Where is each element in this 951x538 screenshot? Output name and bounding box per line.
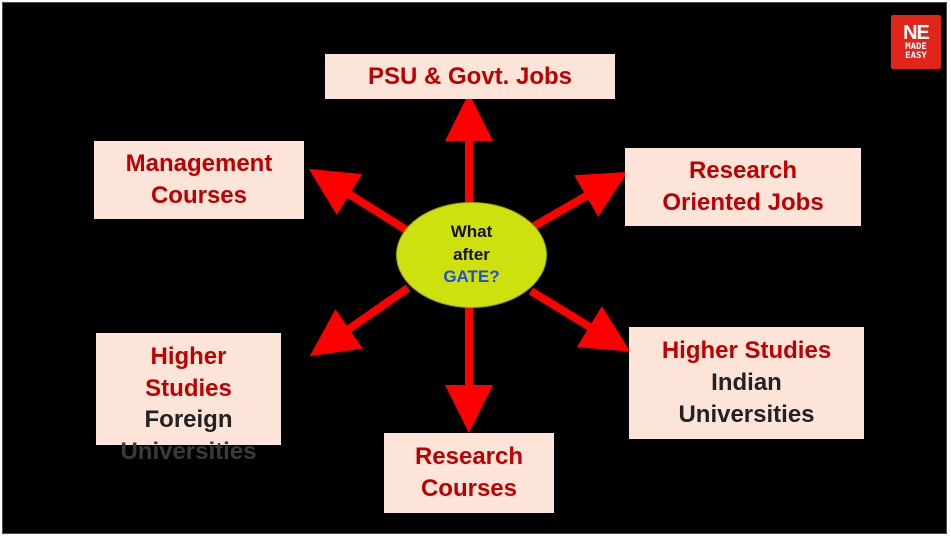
node-indian-line1: Higher Studies <box>661 337 832 365</box>
node-foreign-line4: Universities <box>120 438 257 466</box>
node-higher-studies-indian: Higher Studies Indian Universities <box>629 327 864 439</box>
node-psu-govt-jobs: PSU & Govt. Jobs <box>325 54 615 99</box>
node-psu-label: PSU & Govt. Jobs <box>367 62 573 90</box>
arrows <box>308 93 631 433</box>
node-research-courses-line1: Research <box>414 443 524 471</box>
arrow-lower-left <box>309 284 411 357</box>
node-management-line2: Courses <box>150 182 248 209</box>
logo-line2: EASY <box>905 51 927 61</box>
center-line1: What <box>450 221 493 241</box>
node-management-courses: Management Courses <box>94 141 304 219</box>
arrow-upper-left <box>308 169 411 235</box>
made-easy-logo: NE MADE EASY <box>891 15 941 69</box>
node-research-courses-line2: Courses <box>420 475 518 502</box>
logo-line1: MADE <box>905 41 927 52</box>
node-research-courses: Research Courses <box>384 433 554 513</box>
node-research-jobs-line1: Research <box>688 157 798 185</box>
node-indian-line3: Universities <box>678 400 815 428</box>
node-foreign-line1: Higher <box>150 343 227 370</box>
node-foreign-line3: Foreign <box>144 406 233 434</box>
center-what-after-gate: What after GATE? <box>396 202 547 308</box>
node-indian-line2: Indian <box>711 369 782 397</box>
node-foreign-line2: Studies <box>145 374 232 402</box>
node-research-jobs-line2: Oriented Jobs <box>662 189 824 216</box>
node-management-line1: Management <box>125 150 273 178</box>
node-higher-studies-foreign: Higher Studies Foreign Universities <box>96 333 281 465</box>
arrow-lower-right <box>528 287 631 352</box>
node-research-oriented-jobs: Research Oriented Jobs <box>625 148 861 226</box>
center-line2: after <box>453 244 490 264</box>
logo-mark: NE <box>903 21 930 44</box>
center-line3: GATE? <box>443 267 500 287</box>
arrow-upper-right <box>528 171 628 232</box>
